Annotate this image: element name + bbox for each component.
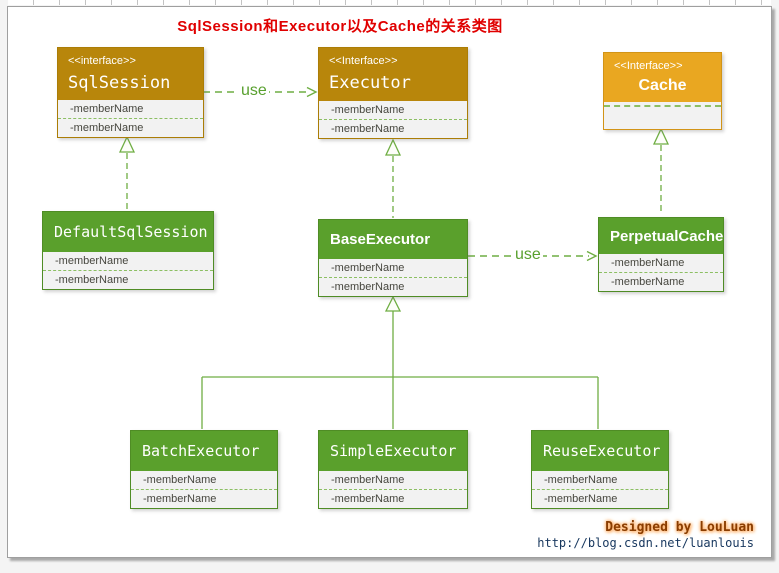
member-row: -memberName [599, 272, 723, 291]
member-row: -memberName [331, 474, 405, 486]
stereotype-label: <<Interface>> [614, 60, 683, 72]
class-name: SimpleExecutor [319, 431, 467, 471]
class-box-sqlsession: <<interface>> SqlSession -memberName -me… [57, 47, 204, 138]
member-row: -memberName [544, 474, 618, 486]
class-box-reuseexecutor: ReuseExecutor -memberName -memberName [531, 430, 669, 509]
class-box-perpetualcache: PerpetualCache -memberName -memberName [598, 217, 724, 292]
class-box-executor: <<Interface>> Executor -memberName -memb… [318, 47, 468, 139]
class-name: Cache [638, 77, 687, 94]
member-row: -memberName [58, 118, 203, 137]
top-ruler [8, 0, 771, 5]
use-label-1: use [239, 82, 269, 100]
class-box-simpleexecutor: SimpleExecutor -memberName -memberName [318, 430, 468, 509]
class-box-baseexecutor: BaseExecutor -memberName -memberName [318, 219, 468, 297]
class-name: PerpetualCache [599, 218, 723, 254]
class-box-cache: <<Interface>> Cache [603, 52, 722, 130]
class-name: DefaultSqlSession [43, 212, 213, 252]
use-label-2: use [513, 246, 543, 264]
class-box-defaultsqlsession: DefaultSqlSession -memberName -memberNam… [42, 211, 214, 290]
class-name: ReuseExecutor [532, 431, 668, 471]
class-box-batchexecutor: BatchExecutor -memberName -memberName [130, 430, 278, 509]
member-row: -memberName [319, 277, 467, 296]
stereotype-label: <<Interface>> [329, 55, 398, 67]
member-row: -memberName [331, 262, 405, 274]
member-row: -memberName [319, 119, 467, 138]
member-row: -memberName [331, 104, 405, 116]
stereotype-label: <<interface>> [68, 55, 136, 67]
member-row: -memberName [70, 103, 144, 115]
member-row: -memberName [55, 255, 129, 267]
member-row: -memberName [43, 270, 213, 289]
member-row: -memberName [532, 489, 668, 508]
diagram-title: SqlSession和Executor以及Cache的关系类图 [177, 18, 503, 35]
class-name: Executor [329, 73, 411, 93]
member-row: -memberName [143, 474, 217, 486]
class-name: SqlSession [68, 73, 171, 93]
member-row: -memberName [319, 489, 467, 508]
designer-credit: Designed by LouLuan [605, 520, 754, 535]
blog-url: http://blog.csdn.net/luanlouis [537, 536, 754, 550]
class-name: BatchExecutor [131, 431, 277, 471]
footer-credit-block: Designed by LouLuan http://blog.csdn.net… [537, 520, 754, 550]
empty-member-section [604, 105, 721, 129]
member-row: -memberName [131, 489, 277, 508]
member-row: -memberName [611, 257, 685, 269]
class-name: BaseExecutor [319, 220, 467, 259]
